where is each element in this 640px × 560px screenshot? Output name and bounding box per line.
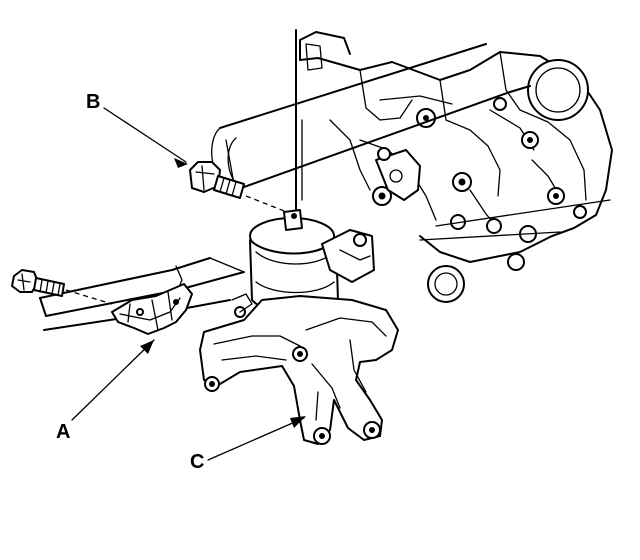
leader-lines	[71, 107, 306, 461]
bracket-part-a	[111, 283, 193, 335]
mount-bolt-b	[189, 161, 293, 215]
callout-label-c: C	[190, 451, 204, 473]
callout-label-b: B	[86, 91, 100, 113]
subframe-beam	[211, 43, 531, 193]
engine-block	[295, 29, 613, 303]
engine-mount-c	[199, 209, 399, 445]
callout-label-a: A	[56, 421, 70, 443]
bracket-bolt	[11, 269, 113, 305]
